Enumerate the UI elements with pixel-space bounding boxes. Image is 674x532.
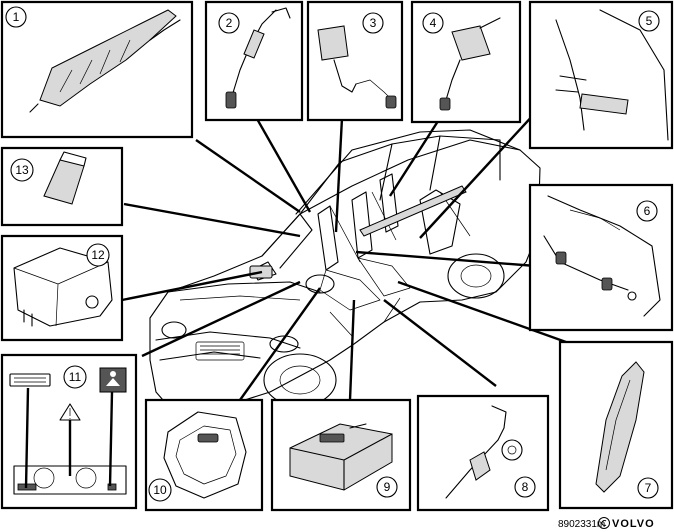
callout-4: 4 <box>422 12 444 34</box>
svg-text:8: 8 <box>522 480 529 494</box>
panel-5-side-airbag-seat <box>528 0 674 150</box>
svg-text:4: 4 <box>430 16 437 30</box>
callout-9: 9 <box>376 476 398 498</box>
callout-12: 12 <box>86 243 110 267</box>
callout-11: 11 <box>63 365 87 389</box>
panel-7-side-airbag-module <box>558 340 674 510</box>
panel-3-seatbelt-buckle <box>306 0 404 122</box>
svg-text:2: 2 <box>226 16 233 30</box>
svg-text:3: 3 <box>370 16 377 30</box>
copyright-icon <box>598 517 610 529</box>
svg-text:11: 11 <box>69 370 82 384</box>
callout-6: 6 <box>636 200 658 222</box>
panel-8-seat-pretensioner <box>416 394 550 512</box>
panel-10-driver-airbag <box>144 398 264 512</box>
leader-lines <box>121 109 567 401</box>
footer: 8902331m VOLVO <box>558 517 655 530</box>
callout-5: 5 <box>638 10 660 32</box>
panel-6-seat-module <box>528 183 674 332</box>
callout-2: 2 <box>218 12 240 34</box>
callout-3: 3 <box>362 12 384 34</box>
svg-text:5: 5 <box>646 14 653 28</box>
svg-text:1: 1 <box>13 10 20 24</box>
panel-4-seatbelt-pretensioner <box>410 0 522 124</box>
callout-numbers: 1 2 3 4 5 6 7 8 9 10 11 12 13 <box>5 6 660 502</box>
svg-text:7: 7 <box>645 481 652 495</box>
car-illustration <box>149 129 541 411</box>
callout-8: 8 <box>514 476 536 498</box>
panel-9-srs-control-module <box>270 398 412 512</box>
callout-1: 1 <box>5 6 27 28</box>
brand-logo-text: VOLVO <box>612 518 655 530</box>
callout-7: 7 <box>637 477 659 499</box>
callout-13: 13 <box>10 158 34 182</box>
panel-11-srs-warning-lamp <box>0 353 138 510</box>
svg-text:10: 10 <box>153 483 167 497</box>
svg-text:13: 13 <box>15 163 29 177</box>
svg-text:12: 12 <box>91 248 105 262</box>
svg-text:9: 9 <box>384 480 391 494</box>
callout-10: 10 <box>148 478 172 502</box>
panel-1-inflatable-curtain <box>0 0 194 139</box>
figure-code: 8902331m <box>558 519 605 530</box>
svg-text:6: 6 <box>644 204 651 218</box>
